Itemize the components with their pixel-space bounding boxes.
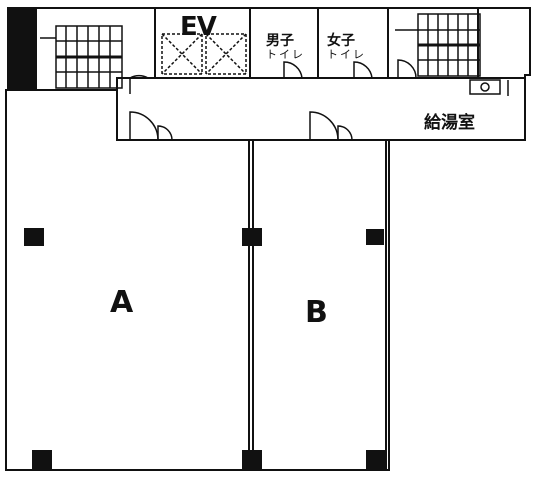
sink <box>469 79 509 96</box>
column <box>366 450 386 470</box>
womens-toilet-text: 女子 <box>327 33 355 49</box>
shaft-block <box>8 8 36 90</box>
room-b-label: B <box>305 295 328 330</box>
column <box>242 450 262 470</box>
column <box>24 228 44 246</box>
womens-toilet-suffix: トイレ <box>327 48 366 61</box>
door-swings <box>129 59 417 141</box>
womens-toilet-label: 女子 トイレ <box>327 34 366 60</box>
stair-left <box>40 25 123 89</box>
columns <box>24 228 386 470</box>
mens-toilet-suffix: トイレ <box>266 48 305 61</box>
column <box>366 229 384 245</box>
column <box>32 450 52 470</box>
kitchenette-label: 給湯室 <box>424 113 475 133</box>
mens-toilet-text: 男子 <box>266 33 294 49</box>
mens-toilet-label: 男子 トイレ <box>266 34 305 60</box>
column <box>242 228 262 246</box>
room-a-label: A <box>110 285 134 320</box>
elevator-label: EV <box>180 12 217 42</box>
elevator-cars <box>161 33 247 75</box>
stair-right <box>395 13 481 77</box>
